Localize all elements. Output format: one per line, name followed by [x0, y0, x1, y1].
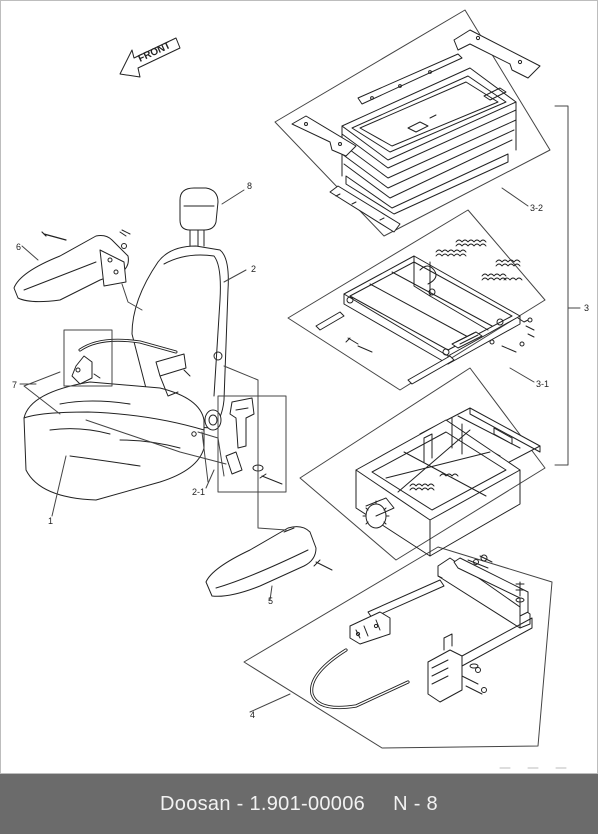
- slide-mechanism: [315, 239, 535, 385]
- footer-bar: Doosan - 1.901-00006 N - 8: [0, 774, 598, 834]
- armrest-lower: [205, 526, 333, 597]
- base-suspension: [355, 407, 541, 557]
- armrest-upper: [13, 229, 143, 311]
- footer-page-code: N - 8: [393, 792, 438, 815]
- front-label: FRONT: [137, 40, 173, 65]
- seat-rails: [310, 554, 533, 710]
- front-arrow-icon: FRONT: [119, 37, 181, 78]
- callout-bracket-3: [554, 105, 581, 466]
- recline-lever-group: [217, 395, 287, 493]
- belt-mount-box: [63, 329, 113, 387]
- callout-3-1: 3-1: [536, 379, 549, 389]
- footer-brand-part: Doosan - 1.901-00006: [160, 792, 366, 815]
- callout-3-2: 3-2: [530, 203, 543, 213]
- seat-cushion: [23, 381, 205, 501]
- callout-labels: 1 2 2-1 3 3-1 3-2 4 5 6 7 8: [12, 181, 589, 720]
- callout-6: 6: [16, 242, 21, 252]
- upper-suspension-frame: [291, 29, 541, 233]
- callout-2-1: 2-1: [192, 487, 205, 497]
- group-outline-rails: [243, 546, 553, 749]
- callout-7: 7: [12, 380, 17, 390]
- headrest: [179, 187, 219, 252]
- seat-assembly: [13, 187, 333, 597]
- group-outline-slide-mechanism: [287, 209, 546, 391]
- callout-5: 5: [268, 596, 273, 606]
- callout-2: 2: [251, 264, 256, 274]
- group-outline-base-suspension: [299, 367, 546, 561]
- callout-1: 1: [48, 516, 53, 526]
- spring-set: [435, 239, 523, 281]
- callout-3: 3: [584, 303, 589, 313]
- callout-8: 8: [247, 181, 252, 191]
- exploded-seat-diagram: FRONT: [12, 9, 589, 769]
- leader-lines: [19, 187, 535, 713]
- backrest: [131, 245, 229, 431]
- seat-belt: [71, 338, 191, 397]
- callout-4: 4: [250, 710, 255, 720]
